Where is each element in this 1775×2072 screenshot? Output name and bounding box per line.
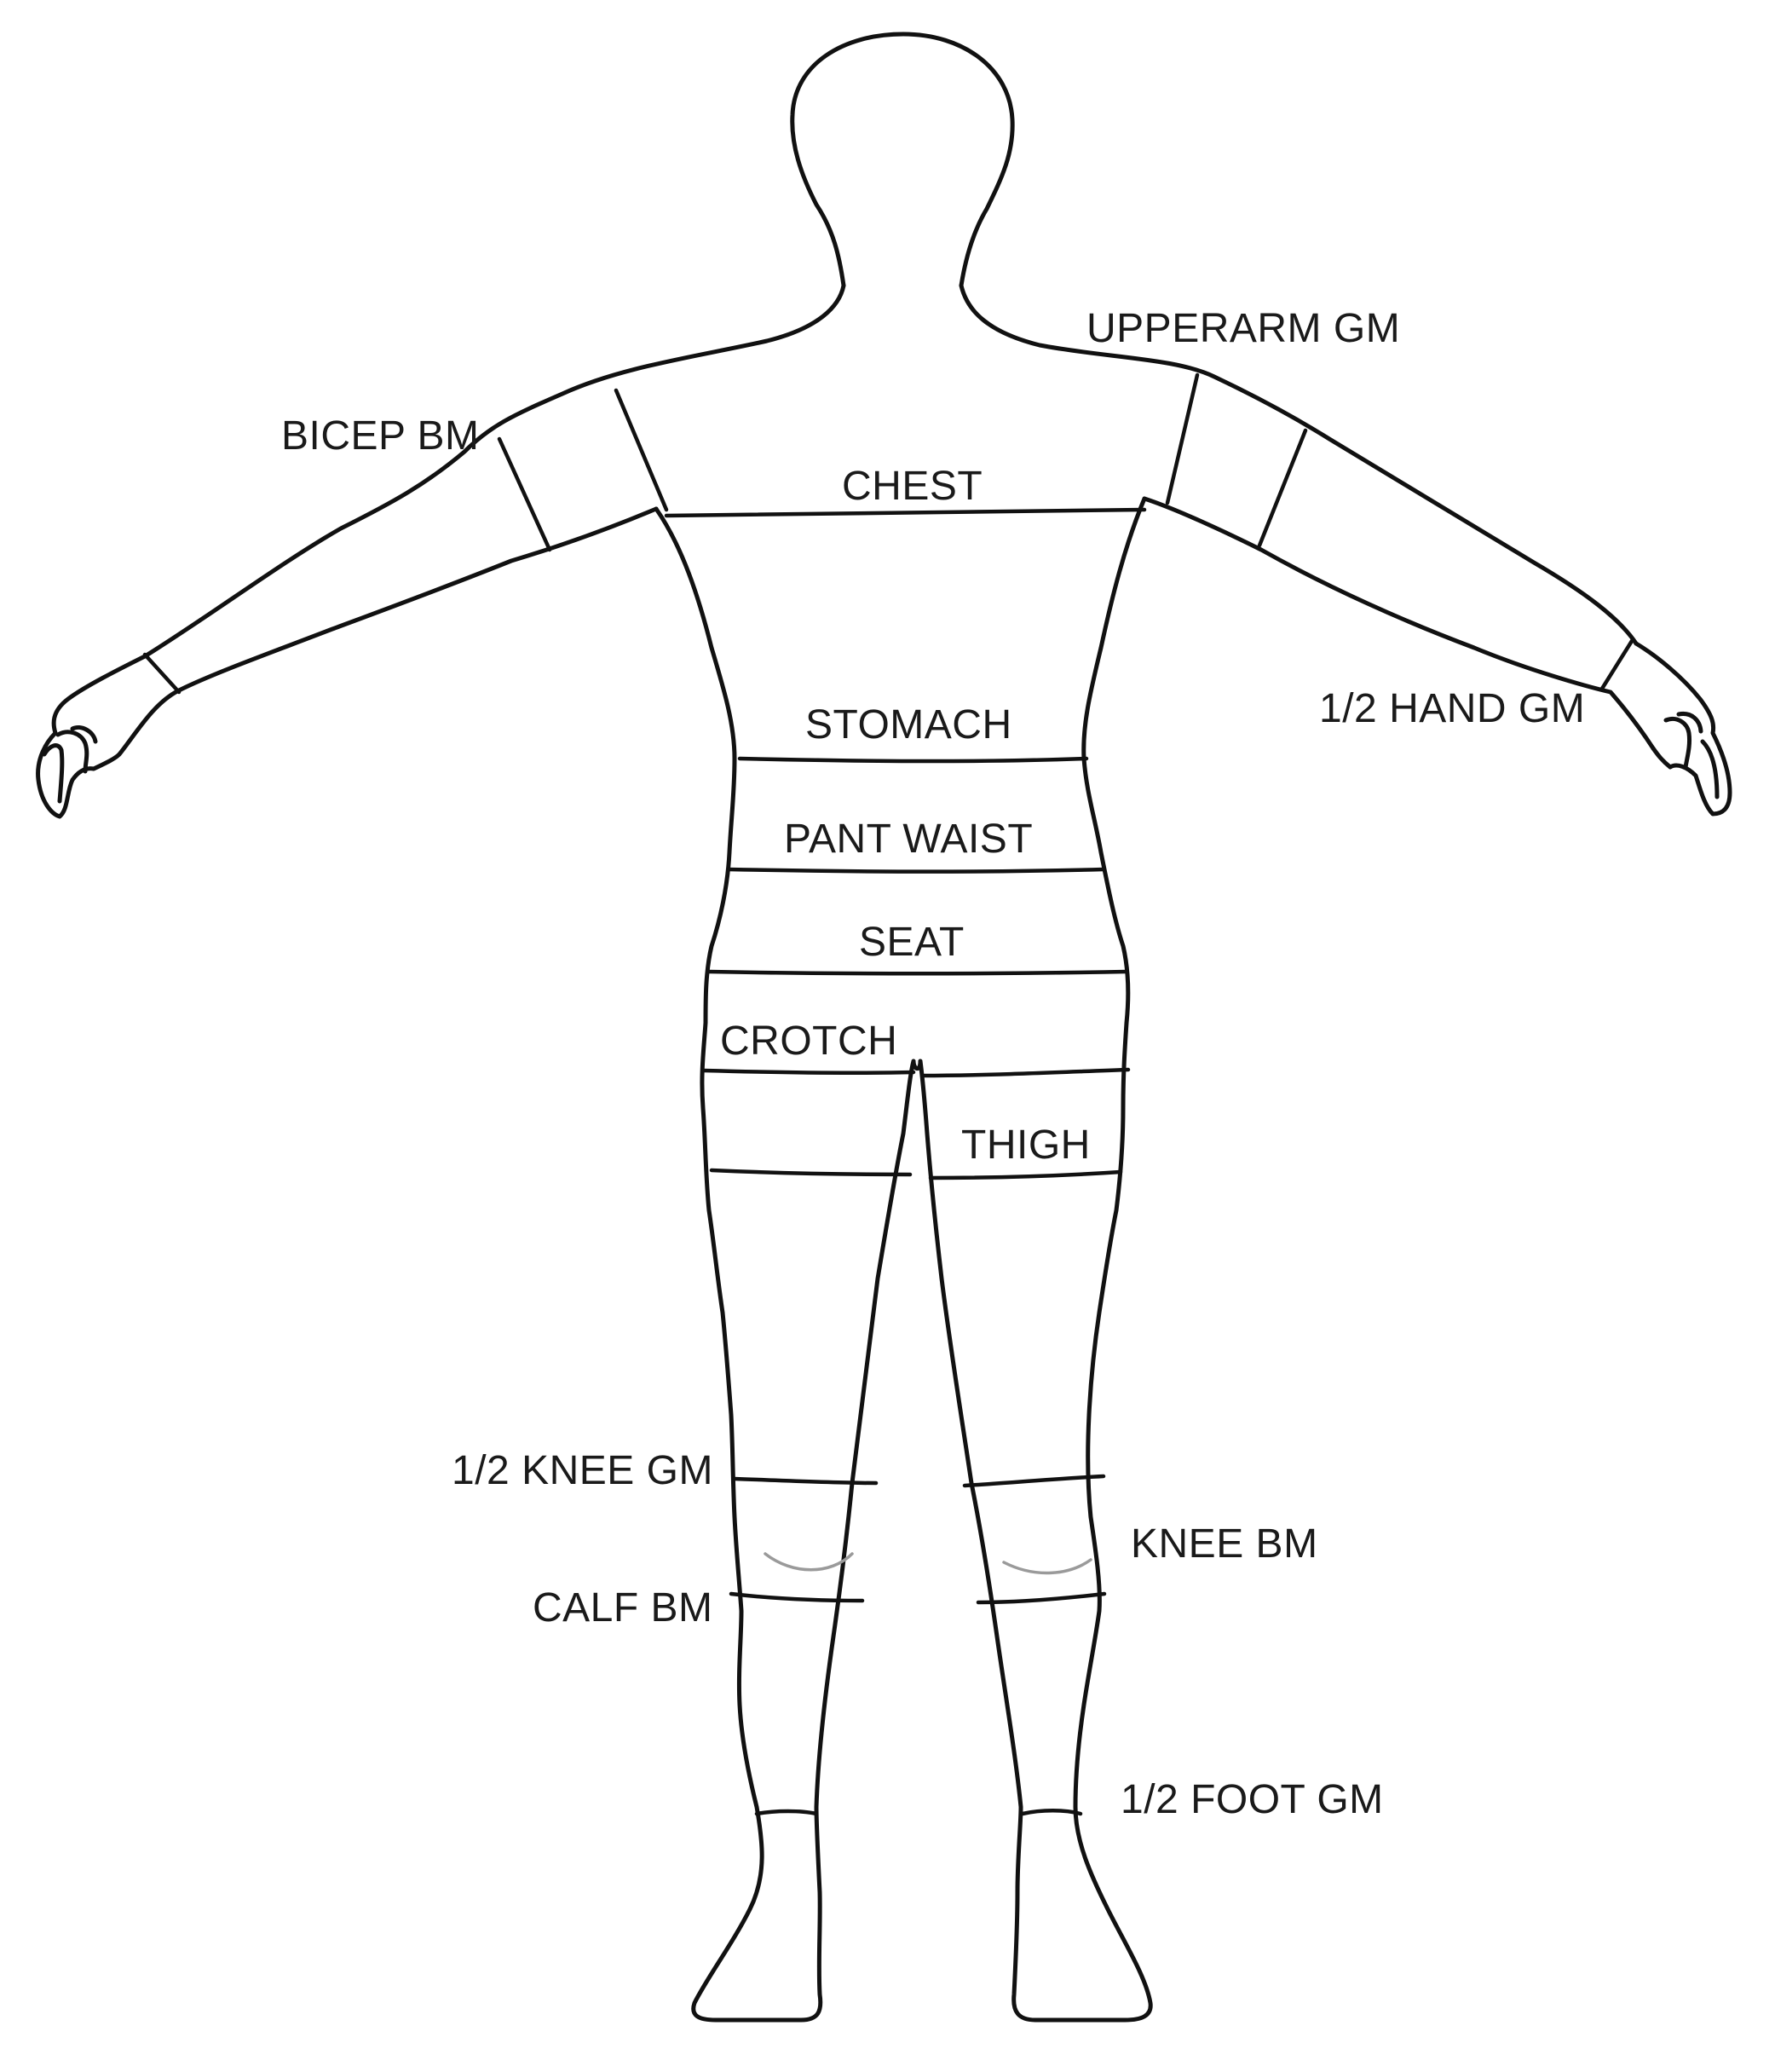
label-half-foot-gm: 1/2 FOOT GM (1121, 1777, 1384, 1822)
left-hand-outline (36, 654, 147, 819)
calf-band-left (729, 1591, 865, 1603)
label-upperarm-gm: UPPERARM GM (1086, 306, 1401, 351)
stomach-band (737, 756, 1089, 764)
label-half-knee-gm: 1/2 KNEE GM (452, 1448, 713, 1493)
left-fingers-outline (42, 725, 98, 804)
crotch-notch-outline (911, 1059, 923, 1071)
label-stomach: STOMACH (805, 702, 1012, 747)
hand-band-left (142, 652, 182, 695)
label-bicep-bm: BICEP BM (281, 413, 480, 459)
bicep-band-right (1257, 428, 1308, 548)
right-arm-underside-outline (1142, 496, 1656, 751)
label-calf-bm: CALF BM (533, 1585, 713, 1630)
torso-right-outline (918, 496, 1153, 2023)
pant-waist-band (726, 867, 1106, 874)
right-fingers-outline (1663, 711, 1720, 799)
hand-band-right (1599, 638, 1634, 691)
kneecap-right-arc (1002, 1558, 1092, 1575)
upperarm-band-right (1165, 372, 1200, 505)
left-arm-underside-outline (117, 506, 659, 757)
label-chest: CHEST (842, 464, 983, 509)
foot-band-left (754, 1809, 819, 1816)
label-seat: SEAT (859, 920, 965, 965)
crotch-band (701, 1067, 1131, 1078)
label-pant-waist: PANT WAIST (784, 817, 1034, 862)
seat-band (706, 969, 1129, 976)
half-knee-band-right (962, 1474, 1106, 1488)
head-outline (790, 32, 1015, 288)
foot-band-right (1020, 1809, 1083, 1816)
chest-band (664, 507, 1147, 518)
bicep-band-left (497, 436, 552, 552)
label-thigh: THIGH (961, 1123, 1091, 1168)
right-shoulder-arm-top-outline (959, 283, 1639, 646)
label-crotch: CROTCH (720, 1019, 898, 1064)
half-knee-band-left (732, 1476, 879, 1486)
label-half-hand-gm: 1/2 HAND GM (1319, 686, 1586, 731)
left-shoulder-arm-top-outline (142, 283, 846, 659)
calf-band-right (976, 1591, 1107, 1605)
thigh-band-left (709, 1168, 913, 1177)
right-hand-outline (1634, 641, 1732, 817)
thigh-band-right (928, 1169, 1123, 1180)
kneecap-left-arc (764, 1552, 854, 1572)
upperarm-band-left (614, 388, 669, 512)
label-knee-bm: KNEE BM (1131, 1521, 1318, 1567)
